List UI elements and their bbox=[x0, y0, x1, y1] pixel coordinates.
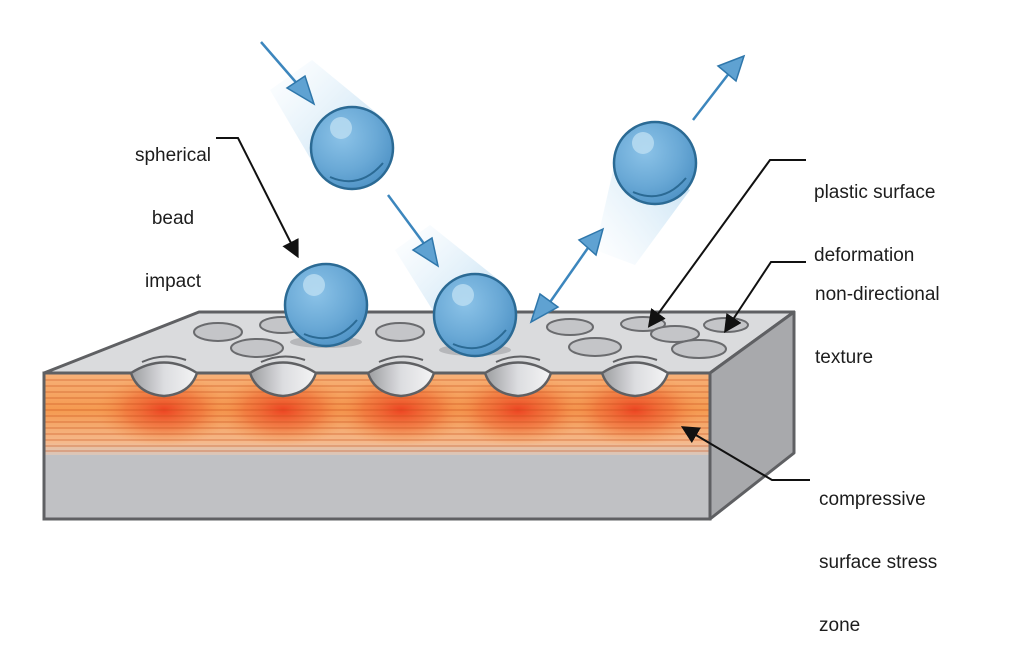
label-spherical-bead-impact: spherical bead impact bbox=[126, 103, 220, 313]
bead-incoming bbox=[309, 105, 395, 191]
label-line: impact bbox=[145, 271, 201, 292]
label-line: zone bbox=[819, 615, 861, 636]
leader-plastic-deformation bbox=[647, 159, 806, 328]
beads bbox=[283, 105, 698, 358]
label-line: surface stress bbox=[819, 552, 938, 573]
label-compressive-surface-stress-zone: compressive surface stress zone bbox=[819, 447, 937, 657]
label-line: compressive bbox=[819, 489, 926, 510]
label-line: texture bbox=[815, 347, 874, 368]
bead-impact-center bbox=[432, 272, 518, 358]
leader-bead-impact bbox=[216, 137, 299, 259]
front-edge-dimples bbox=[129, 355, 670, 398]
label-line: deformation bbox=[814, 245, 915, 266]
descending-arrow-icon bbox=[386, 194, 440, 268]
bead-rebound bbox=[612, 120, 698, 206]
exit-arrow-icon bbox=[692, 54, 746, 121]
incoming-arrow-icon bbox=[260, 41, 316, 106]
leader-texture bbox=[724, 261, 806, 334]
label-line: spherical bbox=[134, 145, 212, 166]
label-line: bead bbox=[151, 208, 195, 229]
shot-peening-diagram bbox=[42, 41, 810, 521]
rebound-double-arrow-icon bbox=[529, 227, 605, 324]
bead-impact-left bbox=[283, 262, 369, 348]
label-non-directional-texture: non-directional texture bbox=[815, 242, 940, 389]
leader-lines bbox=[216, 137, 810, 481]
label-plastic-surface-deformation: plastic surface deformation bbox=[814, 140, 935, 287]
metal-block bbox=[42, 310, 796, 521]
label-line: plastic surface bbox=[814, 182, 936, 203]
trajectory-arrows bbox=[260, 41, 746, 324]
leader-stress-zone bbox=[680, 426, 810, 481]
label-line: non-directional bbox=[815, 284, 940, 305]
